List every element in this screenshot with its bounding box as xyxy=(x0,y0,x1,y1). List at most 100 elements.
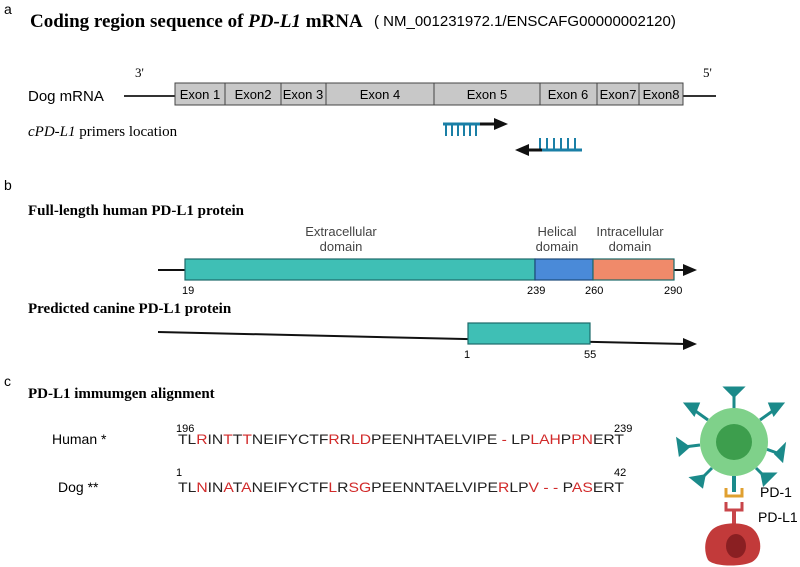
panel-a: a Coding region sequence of PD-L1 mRNA (… xyxy=(4,1,716,156)
exon-7: Exon7 xyxy=(596,82,640,106)
exon-label: Exon 3 xyxy=(283,87,323,102)
panel-c: c PD-L1 immumgen alignment 196 239 Human… xyxy=(4,373,798,566)
extracellular-domain-bar xyxy=(184,258,536,281)
intracellular-domain-bar xyxy=(592,258,675,281)
exon-5: Exon 5 xyxy=(433,82,541,106)
pdl1-ligand-icon xyxy=(724,502,744,526)
residue-run: P xyxy=(558,479,572,495)
dog-start-position: 1 xyxy=(176,467,182,479)
mismatch-residue: LAH xyxy=(530,431,560,447)
exon-1: Exon 1 xyxy=(174,82,226,106)
human-end-position: 239 xyxy=(614,423,632,435)
panel-a-letter: a xyxy=(4,1,12,17)
panel-b-letter: b xyxy=(4,177,12,193)
exon-label: Exon 4 xyxy=(360,87,400,102)
mismatch-residue: LD xyxy=(351,431,371,447)
position-label: 19 xyxy=(182,285,194,297)
residue-run: ERT xyxy=(593,431,625,447)
mismatch-residue: L xyxy=(328,479,337,495)
residue-run: IN xyxy=(208,431,224,447)
accession-label: ( NM_001231972.1/ENSCAFG00000002120) xyxy=(374,13,676,30)
exon-8: Exon8 xyxy=(638,82,684,106)
pdl1-label: PD-L1 xyxy=(758,509,798,525)
pd1-receptor-icon xyxy=(724,476,744,498)
dog-sequence-label: Dog ** xyxy=(58,479,99,495)
pd1-pdl1-illustration: PD-1 PD-L1 xyxy=(676,386,798,566)
residue-run: IN xyxy=(208,479,224,495)
human-start-position: 196 xyxy=(176,423,194,435)
mismatch-residue: T xyxy=(242,431,252,447)
panel-b: b Full-length human PD-L1 protein Extrac… xyxy=(4,177,697,361)
residue-run: T xyxy=(233,431,243,447)
exon-label: Exon7 xyxy=(600,87,637,102)
canine-axis-arrow-icon xyxy=(683,338,697,350)
t-cell-nucleus-icon xyxy=(716,424,752,460)
mismatch-residue: R xyxy=(498,479,509,495)
position-label: 1 xyxy=(464,349,470,361)
residue-run: NEIFYCTF xyxy=(252,479,329,495)
residue-run: LP xyxy=(507,431,530,447)
exon-label: Exon2 xyxy=(235,87,272,102)
mismatch-residue: AS xyxy=(572,479,593,495)
residue-run: R xyxy=(340,431,351,447)
mismatch-residue: R xyxy=(328,431,339,447)
residue-run: PEENHTAELVIPE xyxy=(371,431,502,447)
dog-end-position: 42 xyxy=(614,467,626,479)
position-label: 290 xyxy=(664,285,682,297)
residue-run: R xyxy=(337,479,348,495)
residue-run: LP xyxy=(509,479,528,495)
panel-a-title: Coding region sequence of PD-L1 mRNA xyxy=(30,11,363,32)
residue-run: TL xyxy=(178,479,197,495)
t-cell-receptors-icon xyxy=(676,386,787,489)
mismatch-residue: N xyxy=(196,479,207,495)
mismatch-residue: SG xyxy=(348,479,371,495)
pd1-label: PD-1 xyxy=(760,484,792,500)
mismatch-residue: R xyxy=(196,431,207,447)
residue-run: NEIFYCTF xyxy=(252,431,328,447)
tumor-cell-nucleus-icon xyxy=(726,534,746,558)
mismatch-residue: - xyxy=(502,431,508,447)
exon-3: Exon 3 xyxy=(280,82,327,106)
mismatch-residue: A xyxy=(223,479,234,495)
mismatch-residue: V - - xyxy=(529,479,559,495)
canine-protein-axis xyxy=(157,331,687,345)
residue-run: TL xyxy=(178,431,196,447)
exon-label: Exon 6 xyxy=(548,87,588,102)
mismatch-residue: T xyxy=(223,431,233,447)
mismatch-residue: PN xyxy=(571,431,593,447)
exon-track: Exon 1 Exon2 Exon 3 Exon 4 Exon 5 Exon 6… xyxy=(174,82,684,106)
exon-label: Exon 1 xyxy=(180,87,220,102)
mrna-label: Dog mRNA xyxy=(28,88,104,105)
mismatch-residue: A xyxy=(241,479,252,495)
helical-domain-bar xyxy=(534,258,594,281)
residue-run: ERT xyxy=(593,479,625,495)
alignment-title: PD-L1 immumgen alignment xyxy=(28,386,215,402)
residue-run: PEENNTAELVIPE xyxy=(371,479,498,495)
exon-label: Exon 5 xyxy=(467,87,507,102)
primer-location-label: cPD-L1 primers location xyxy=(28,124,178,140)
position-label: 55 xyxy=(584,349,596,361)
three-prime-label: 3' xyxy=(135,65,144,80)
exon-4: Exon 4 xyxy=(325,82,435,106)
reverse-primer-icon xyxy=(515,138,582,156)
canine-protein-bar xyxy=(467,322,591,345)
residue-run: P xyxy=(561,431,571,447)
residue-run: T xyxy=(233,479,243,495)
human-sequence-label: Human * xyxy=(52,431,107,447)
exon-6: Exon 6 xyxy=(539,82,598,106)
canine-protein-title: Predicted canine PD-L1 protein xyxy=(28,301,232,317)
human-protein-title: Full-length human PD-L1 protein xyxy=(28,203,245,219)
exon-label: Exon8 xyxy=(643,87,680,102)
panel-c-letter: c xyxy=(4,373,11,389)
position-label: 260 xyxy=(585,285,603,297)
five-prime-label: 5' xyxy=(703,65,712,80)
position-label: 239 xyxy=(527,285,545,297)
forward-primer-icon xyxy=(443,118,508,136)
exon-2: Exon2 xyxy=(224,82,282,106)
